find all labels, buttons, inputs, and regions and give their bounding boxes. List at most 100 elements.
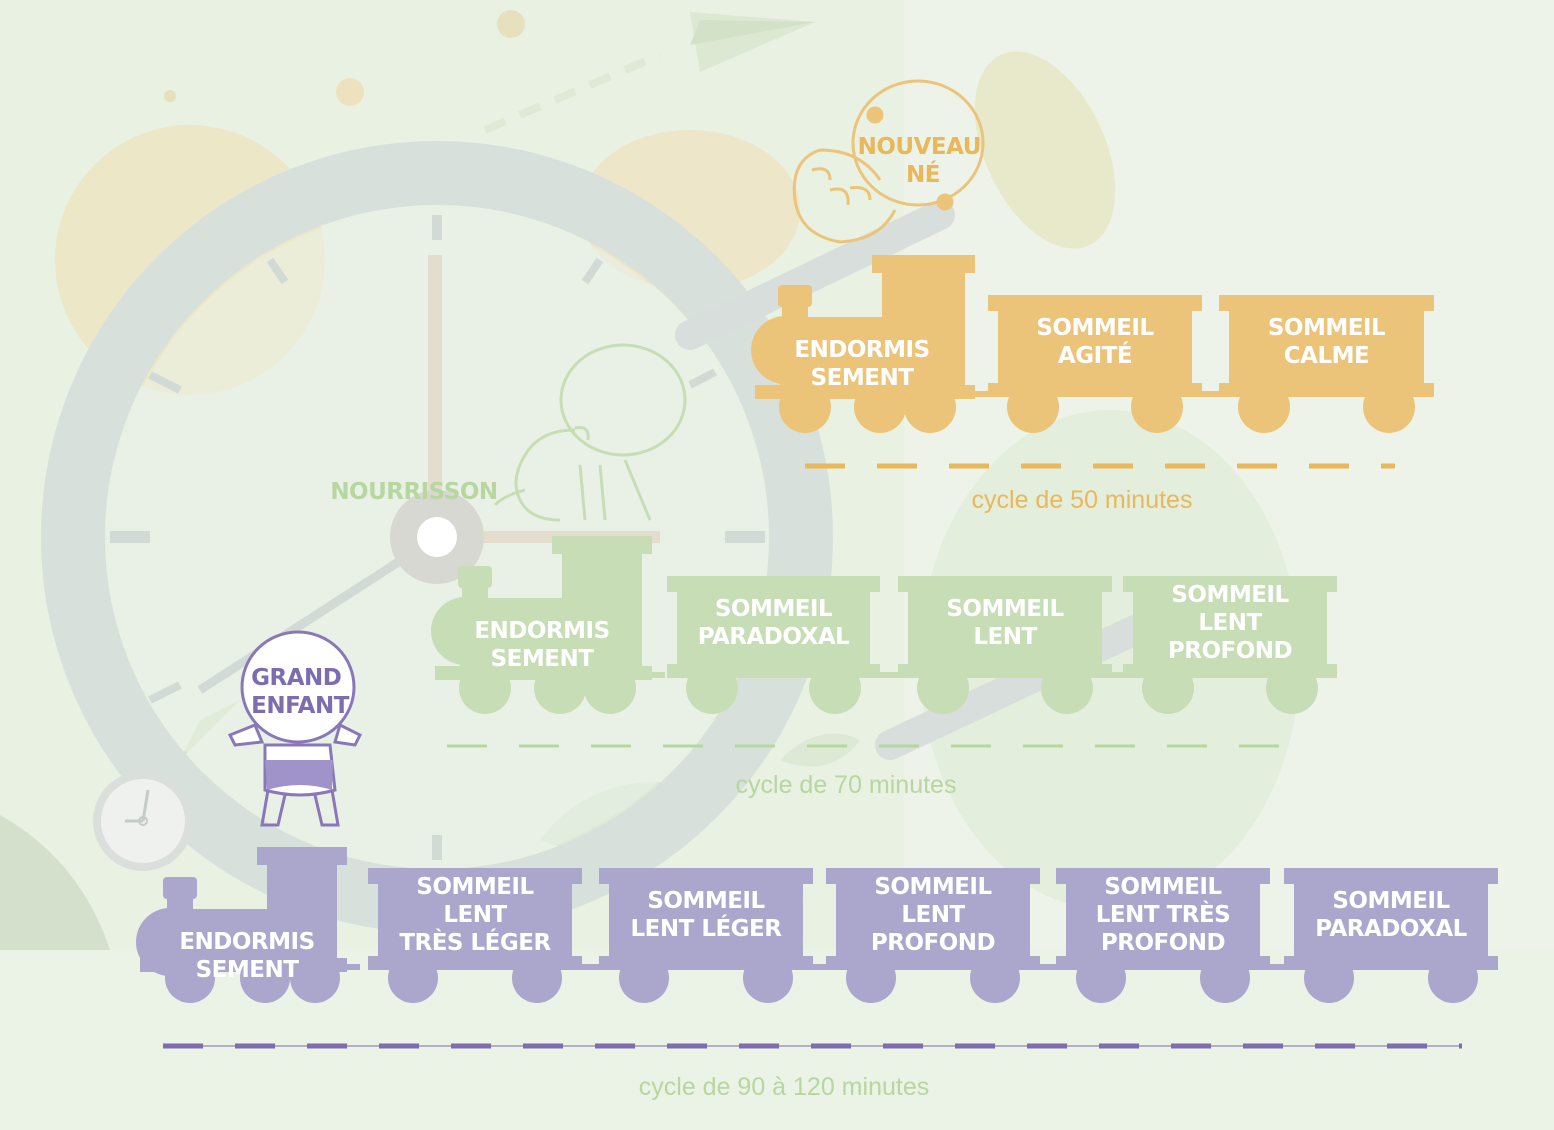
car-label-line: LENT [901,902,965,928]
wheel [1076,953,1126,1003]
car-label-line: ENDORMIS [794,337,929,363]
wheel [619,953,669,1003]
wheel [1363,381,1415,433]
train-car [826,868,1040,1003]
wheel [904,381,956,433]
car-label-line: PARADOXAL [698,624,850,650]
baby-newborn-icon [792,79,985,244]
car-label-line: LENT [443,902,507,928]
car-label-line: SOMMEIL [416,874,534,900]
wheel [1131,381,1183,433]
car-label-line: SOMMEIL [1171,582,1289,608]
car-label-line: LENT LÉGER [631,914,783,942]
car-label-line: SOMMEIL [1036,315,1154,341]
wheel [165,953,215,1003]
wheel [1304,953,1354,1003]
car-label-line: LENT TRÈS [1096,900,1231,928]
wheel [686,662,738,714]
wheel [512,953,562,1003]
car-label-line: PROFOND [1168,638,1292,664]
car-label-line: SOMMEIL [647,888,765,914]
wheel [290,953,340,1003]
car-label-line: SEMENT [196,957,300,983]
train-newborn [751,255,1434,433]
wheel [534,662,586,714]
wheel [1007,381,1059,433]
train-infant [431,536,1337,714]
wheel [388,953,438,1003]
stage-label-infant: NOURRISSON [330,479,497,505]
wheel [1200,953,1250,1003]
car-label-line: SOMMEIL [1332,888,1450,914]
wheel [970,953,1020,1003]
car-label-line: PARADOXAL [1315,916,1467,942]
cycle-label: cycle de 50 minutes [972,486,1193,514]
wheel [459,662,511,714]
wheel [809,662,861,714]
wheel [1266,662,1318,714]
wheel [917,662,969,714]
wheel [1238,381,1290,433]
train-child [136,847,1498,1003]
baby-crawling-icon [493,343,687,522]
car-label-line: SOMMEIL [1268,315,1386,341]
car-label-line: SEMENT [491,646,595,672]
wheel [779,381,831,433]
paper-plane-icon [483,12,815,134]
wheel [1428,953,1478,1003]
car-label-line: PROFOND [1101,930,1225,956]
train-car [988,295,1202,433]
cycle-label: cycle de 90 à 120 minutes [639,1073,929,1101]
cycle-label: cycle de 70 minutes [736,771,957,799]
car-label-line: AGITÉ [1058,341,1132,369]
train-car [1219,295,1434,433]
train-car [898,576,1112,714]
car-label-line: TRÈS LÉGER [399,928,551,956]
car-label-line: SEMENT [811,365,915,391]
locomotive [751,255,975,399]
wheel [854,381,906,433]
car-label-line: ENDORMIS [474,618,609,644]
car-label-line: SOMMEIL [1104,874,1222,900]
wheel [846,953,896,1003]
wheel [240,953,290,1003]
train-car [599,868,813,1003]
stage-label-newborn: NOUVEAU NÉ [858,134,989,188]
car-label-line: SOMMEIL [715,596,833,622]
train-car [1284,868,1498,1003]
wheel [1041,662,1093,714]
car-label-line: SOMMEIL [874,874,992,900]
car-label-line: ENDORMIS [179,929,314,955]
stage-label-child: GRAND ENFANT [251,665,350,719]
child-standing-icon [227,630,363,827]
train-car [1056,868,1270,1003]
wheel [1142,662,1194,714]
car-label-line: PROFOND [871,930,995,956]
train-car [368,868,582,1003]
wheel [743,953,793,1003]
wheel [584,662,636,714]
car-label-line: LENT [973,624,1037,650]
car-label-line: CALME [1284,343,1369,369]
small-clock-icon [93,771,193,871]
car-label-line: SOMMEIL [946,596,1064,622]
train-car [1123,576,1337,714]
train-car [667,576,880,714]
car-label-line: LENT [1198,610,1262,636]
